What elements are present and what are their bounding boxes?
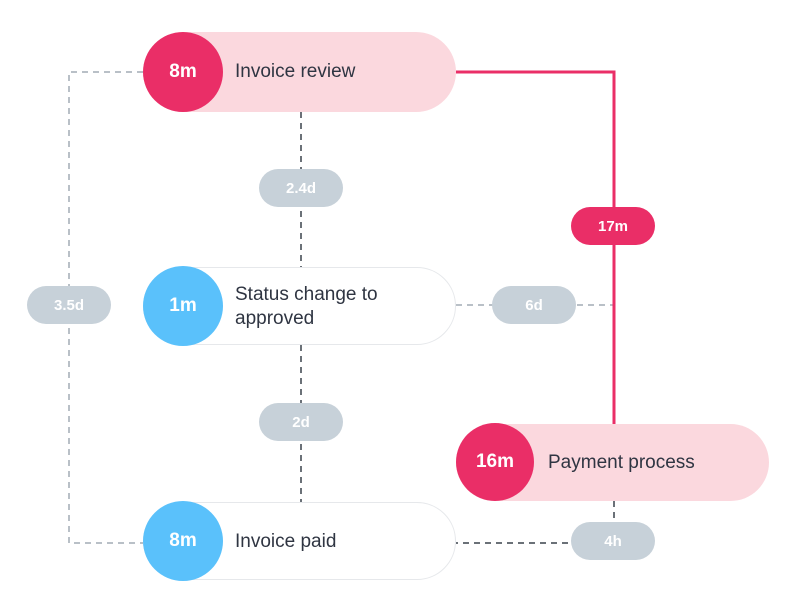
node-payment-process[interactable]: 16m Payment process [456, 423, 769, 501]
edge-label: 2.4d [285, 179, 316, 197]
edge-label: 4h [604, 532, 622, 550]
node-duration: 8m [169, 61, 197, 82]
node-duration: 1m [169, 295, 197, 316]
node-invoice-review[interactable]: 8m Invoice review [143, 32, 456, 112]
node-label: Payment process [548, 452, 695, 473]
edge-label: 6d [525, 296, 543, 314]
duration-badge: 8m [143, 32, 223, 112]
node-invoice-paid[interactable]: 8m Invoice paid [143, 501, 456, 581]
edge-pill-review-to-payment[interactable]: 17m [571, 207, 655, 245]
edge-pill-payment-to-paid[interactable]: 4h [571, 522, 655, 560]
edge-line-review-to-payment [456, 70, 616, 424]
node-label: Invoice review [235, 61, 356, 82]
node-duration: 8m [169, 530, 197, 551]
edge-label: 3.5d [53, 296, 84, 314]
duration-badge: 8m [143, 501, 223, 581]
edge-pill-review-to-status[interactable]: 2.4d [259, 169, 343, 207]
duration-badge: 1m [143, 266, 223, 346]
node-status-change[interactable]: 1m Status change to approved [143, 266, 456, 346]
edge-label: 2d [292, 413, 310, 431]
node-duration: 16m [475, 451, 515, 472]
edge-line-payment-to-paid [456, 501, 615, 544]
edge-label: 17m [597, 217, 629, 235]
node-label: Invoice paid [235, 531, 337, 552]
edge-pill-review-to-paid[interactable]: 3.5d [27, 286, 111, 324]
edge-pill-status-to-payment[interactable]: 6d [492, 286, 576, 324]
node-label: Status change to approved [235, 284, 378, 329]
duration-badge: 16m [456, 423, 534, 501]
edge-pill-status-to-paid[interactable]: 2d [259, 403, 343, 441]
